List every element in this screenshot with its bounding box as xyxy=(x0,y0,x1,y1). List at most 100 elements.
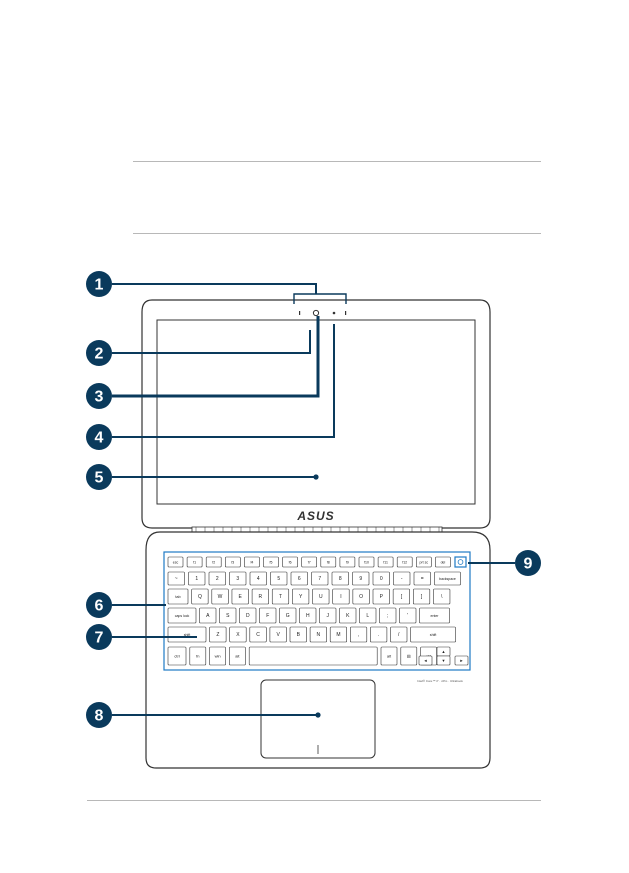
key-num-1[interactable] xyxy=(188,571,206,586)
key-arrow-down[interactable] xyxy=(436,655,451,666)
key-fn-11[interactable] xyxy=(377,556,394,568)
key-label: 0 xyxy=(380,576,383,582)
key-z-5[interactable] xyxy=(289,626,307,643)
key-z-2[interactable] xyxy=(229,626,247,643)
key-q-6[interactable] xyxy=(292,588,310,605)
key-q-3[interactable] xyxy=(231,588,249,605)
key-num-6[interactable] xyxy=(290,571,308,586)
key-q-0[interactable] xyxy=(167,588,189,605)
key-bottom-5[interactable] xyxy=(380,646,398,666)
callout-number: 9 xyxy=(524,556,533,573)
key-q-5[interactable] xyxy=(271,588,290,605)
key-z-10[interactable] xyxy=(390,626,408,643)
key-z-6[interactable] xyxy=(309,626,327,643)
key-q-9[interactable] xyxy=(352,588,370,605)
key-q-1[interactable] xyxy=(191,588,209,605)
key-label: f6 xyxy=(289,561,292,565)
key-q-10[interactable] xyxy=(372,588,390,605)
key-a-0[interactable] xyxy=(167,607,197,624)
key-a-9[interactable] xyxy=(359,607,377,624)
key-num-4[interactable] xyxy=(249,571,267,586)
key-z-7[interactable] xyxy=(329,626,348,643)
key-bottom-3[interactable] xyxy=(229,646,246,666)
key-num-12[interactable] xyxy=(413,571,431,586)
key-bottom-0[interactable] xyxy=(167,646,187,666)
key-a-6[interactable] xyxy=(299,607,317,624)
key-num-8[interactable] xyxy=(331,571,349,586)
key-label: P xyxy=(380,594,384,600)
key-fn-7[interactable] xyxy=(301,556,318,568)
key-fn-2[interactable] xyxy=(205,556,222,568)
key-a-4[interactable] xyxy=(259,607,277,624)
key-a-5[interactable] xyxy=(279,607,297,624)
key-fn-14[interactable] xyxy=(435,556,451,568)
key-label: D xyxy=(246,613,250,619)
key-q-13[interactable] xyxy=(433,588,451,605)
key-arrow-right[interactable] xyxy=(454,655,469,666)
key-num-2[interactable] xyxy=(208,571,226,586)
key-fn-9[interactable] xyxy=(339,556,356,568)
key-label: W xyxy=(218,594,223,600)
key-bottom-6[interactable] xyxy=(400,646,418,666)
key-bottom-1[interactable] xyxy=(189,646,207,666)
key-fn-6[interactable] xyxy=(282,556,298,568)
key-space[interactable] xyxy=(248,646,378,666)
key-label: / xyxy=(398,632,400,638)
key-label: f12 xyxy=(402,561,407,565)
key-fn-0[interactable] xyxy=(167,556,184,568)
key-label: enter xyxy=(431,614,440,618)
key-label: 3 xyxy=(236,576,239,582)
key-fn-8[interactable] xyxy=(320,556,337,568)
key-num-9[interactable] xyxy=(352,571,370,586)
key-num-11[interactable] xyxy=(393,571,411,586)
key-num-5[interactable] xyxy=(270,571,288,586)
key-fn-1[interactable] xyxy=(186,556,203,568)
key-q-4[interactable] xyxy=(251,588,269,605)
power-button[interactable] xyxy=(454,556,467,568)
key-fn-3[interactable] xyxy=(225,556,241,568)
key-z-4[interactable] xyxy=(269,626,287,643)
key-arrow-left[interactable] xyxy=(418,655,433,666)
key-num-0[interactable] xyxy=(167,571,185,586)
key-label: Z xyxy=(216,632,219,638)
key-fn-13[interactable] xyxy=(415,556,432,568)
key-a-10[interactable] xyxy=(379,607,397,624)
key-num-3[interactable] xyxy=(229,571,247,586)
touchpad[interactable] xyxy=(260,679,376,759)
key-a-8[interactable] xyxy=(339,607,357,624)
key-label: C xyxy=(256,632,260,638)
key-z-11[interactable] xyxy=(410,626,456,643)
asus-logo: ASUS xyxy=(296,509,334,523)
key-fn-5[interactable] xyxy=(263,556,279,568)
key-z-8[interactable] xyxy=(349,626,368,643)
key-num-13[interactable] xyxy=(434,571,461,586)
key-fn-10[interactable] xyxy=(358,556,375,568)
key-a-11[interactable] xyxy=(399,607,417,624)
key-label: f7 xyxy=(308,561,311,565)
key-z-3[interactable] xyxy=(249,626,267,643)
key-label: ◄ xyxy=(424,658,428,663)
key-z-9[interactable] xyxy=(370,626,388,643)
key-z-0[interactable] xyxy=(167,626,207,643)
key-q-11[interactable] xyxy=(392,588,410,605)
key-fn-4[interactable] xyxy=(244,556,260,568)
key-a-7[interactable] xyxy=(319,607,337,624)
key-q-2[interactable] xyxy=(211,588,229,605)
key-a-2[interactable] xyxy=(219,607,237,624)
key-label: I xyxy=(340,594,341,600)
key-q-7[interactable] xyxy=(312,588,330,605)
key-num-7[interactable] xyxy=(311,571,329,586)
key-label: , xyxy=(358,632,359,638)
key-a-3[interactable] xyxy=(239,607,257,624)
key-a-12[interactable] xyxy=(419,607,450,624)
key-a-1[interactable] xyxy=(199,607,217,624)
key-q-8[interactable] xyxy=(332,588,350,605)
key-q-12[interactable] xyxy=(412,588,431,605)
key-z-1[interactable] xyxy=(209,626,227,643)
leader-end-dots xyxy=(313,474,321,718)
key-num-10[interactable] xyxy=(372,571,390,586)
key-bottom-2[interactable] xyxy=(209,646,226,666)
key-fn-12[interactable] xyxy=(396,556,413,568)
